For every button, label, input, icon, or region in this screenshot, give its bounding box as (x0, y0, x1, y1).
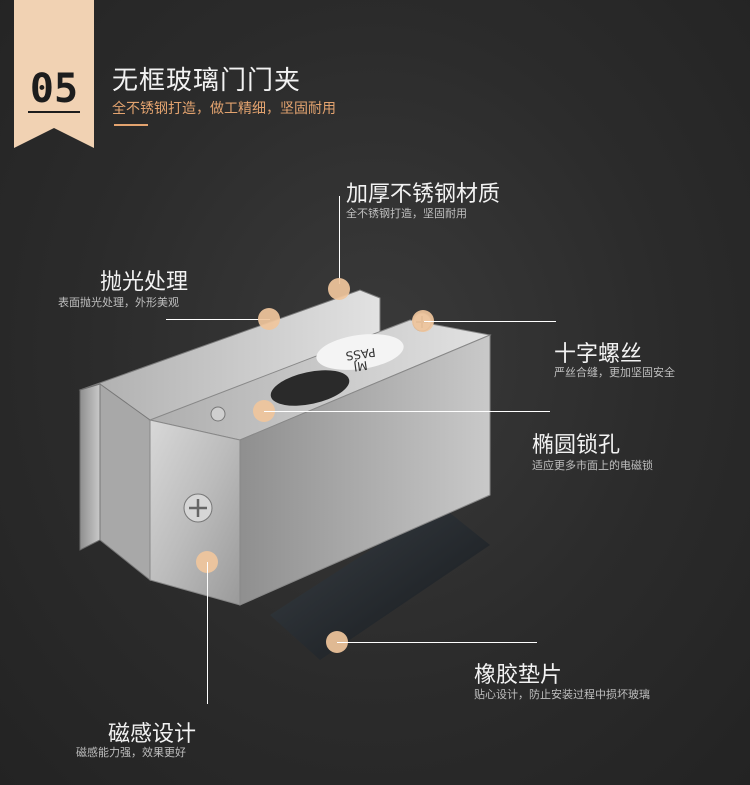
section-number: 05 (30, 66, 78, 112)
polish-desc: 表面抛光处理，外形美观 (58, 296, 179, 309)
section-number-badge: 05 (14, 0, 94, 148)
oval-lock-hole (270, 370, 350, 406)
screw-title: 十字螺丝 (554, 342, 643, 367)
magnetic-leader (207, 562, 208, 704)
polish-title: 抛光处理 (100, 270, 189, 295)
polish-dot (258, 308, 280, 330)
magnetic-title: 磁感设计 (108, 722, 197, 747)
rubber-pad (270, 505, 490, 660)
polish-leader (166, 319, 270, 320)
material-title: 加厚不锈钢材质 (346, 182, 501, 207)
pad-title: 橡胶垫片 (474, 663, 563, 688)
screw-dot (412, 310, 434, 332)
page-title: 无框玻璃门门夹 (112, 66, 302, 96)
u-channel-side (79, 383, 101, 551)
plate-text-mj: MJ (353, 358, 369, 374)
material-dot (328, 278, 350, 300)
pad-desc: 贴心设计，防止安装过程中损坏玻璃 (474, 688, 650, 701)
hole-desc: 适应更多市面上的电磁锁 (532, 459, 653, 472)
pad-leader (337, 642, 537, 643)
plate-text-pass: PASS (345, 345, 377, 363)
screw-top-left (210, 406, 226, 422)
material-leader (339, 196, 340, 284)
title-accent-line (114, 124, 148, 126)
screw-desc: 严丝合缝，更加坚固安全 (554, 366, 675, 379)
lock-box-side (239, 334, 491, 606)
hole-title: 椭圆锁孔 (532, 433, 621, 458)
hole-leader (264, 411, 550, 412)
product-image: PASS MJ (78, 289, 492, 660)
magnetic-desc: 磁感能力强，效果更好 (76, 746, 186, 759)
screw-leader (424, 321, 556, 322)
page-subtitle: 全不锈钢打造，做工精细，坚固耐用 (112, 101, 336, 117)
material-desc: 全不锈钢打造，坚固耐用 (346, 207, 467, 220)
